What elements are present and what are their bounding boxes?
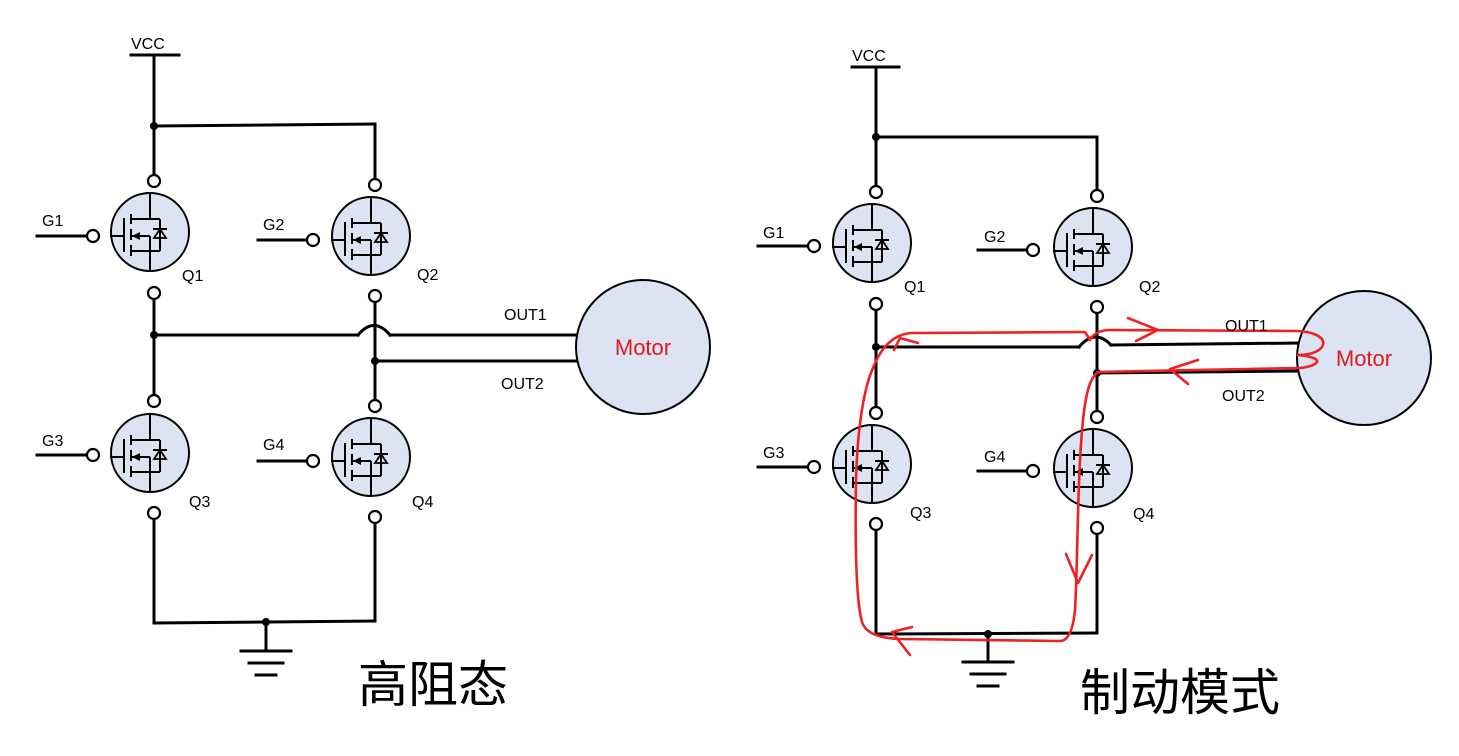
junction-dot — [150, 122, 158, 130]
gate-label-g1: G1 — [42, 213, 63, 230]
transistor-label-q3: Q3 — [910, 505, 931, 522]
out2-label: OUT2 — [501, 376, 544, 393]
q2-mosfet-icon — [330, 196, 411, 276]
q4-mosfet-icon — [1052, 428, 1133, 508]
out1-label: OUT1 — [504, 307, 547, 324]
q1-mosfet-icon — [831, 203, 912, 283]
transistor-label-q1: Q1 — [904, 279, 925, 296]
diagram-title: 高阻态 — [358, 656, 508, 714]
gate-label-g3: G3 — [42, 433, 63, 450]
gate-label-g1: G1 — [763, 225, 784, 242]
gate-label-g3: G3 — [763, 445, 784, 462]
gate-label-g2: G2 — [984, 229, 1005, 246]
transistor-label-q1: Q1 — [182, 268, 203, 285]
q1-mosfet-icon — [109, 192, 190, 272]
ground-icon — [961, 660, 1015, 688]
q3-mosfet-icon — [831, 424, 912, 504]
left-h-bridge: VCC G1 G2 G3 G4 Q1 Q2 Q3 Q4 OUT1 OUT2 Mo… — [35, 36, 711, 714]
diagram-title: 制动模式 — [1080, 664, 1280, 722]
transistor-label-q3: Q3 — [189, 494, 210, 511]
motor-label: Motor — [1336, 346, 1392, 371]
transistor-label-q4: Q4 — [412, 494, 433, 511]
out2-label: OUT2 — [1222, 388, 1265, 405]
motor — [1296, 290, 1432, 426]
motor-label: Motor — [615, 335, 671, 360]
q2-mosfet-icon — [1052, 207, 1133, 287]
gate-label-g4: G4 — [263, 437, 284, 454]
ground-icon — [239, 649, 293, 677]
motor — [575, 279, 711, 415]
gate-label-g4: G4 — [984, 449, 1005, 466]
q4-mosfet-icon — [330, 417, 411, 497]
out1-label: OUT1 — [1225, 318, 1268, 335]
gate-label-g2: G2 — [263, 217, 284, 234]
transistor-label-q4: Q4 — [1133, 506, 1154, 523]
current-path — [854, 316, 1325, 657]
transistor-label-q2: Q2 — [1139, 279, 1160, 296]
vcc-label: VCC — [852, 48, 886, 65]
q3-mosfet-icon — [109, 413, 190, 493]
right-h-bridge: VCC G1 G2 G3 G4 Q1 Q2 Q3 Q4 OUT1 OUT2 Mo… — [756, 48, 1432, 722]
vcc-label: VCC — [131, 36, 165, 53]
transistor-label-q2: Q2 — [417, 267, 438, 284]
